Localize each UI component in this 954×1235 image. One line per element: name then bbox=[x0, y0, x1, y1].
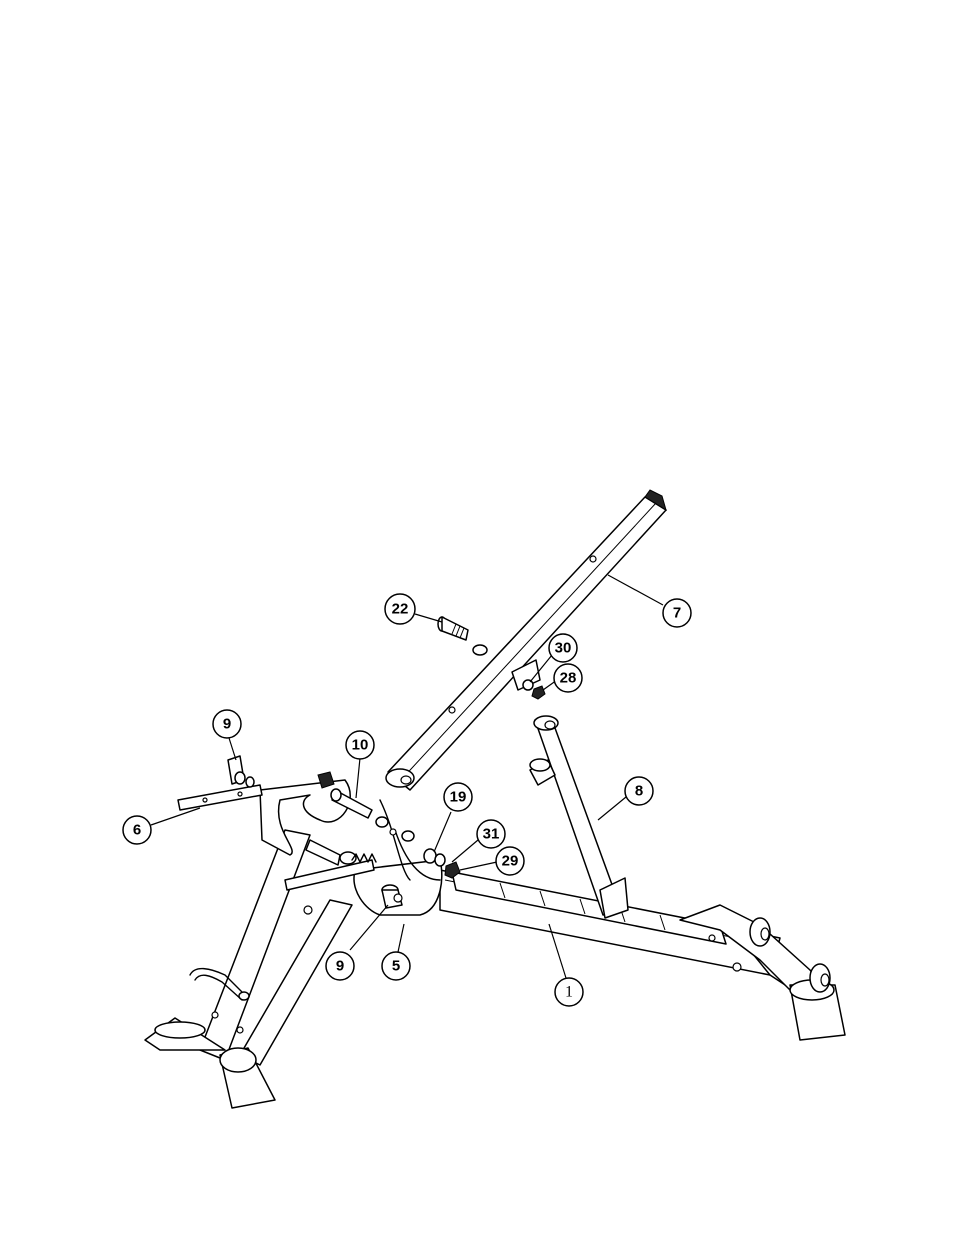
svg-text:8: 8 bbox=[635, 783, 643, 800]
svg-text:31: 31 bbox=[483, 826, 500, 843]
svg-text:19: 19 bbox=[450, 789, 467, 806]
callout-9-bottom: 9 bbox=[326, 952, 354, 980]
svg-text:29: 29 bbox=[502, 853, 519, 870]
svg-text:7: 7 bbox=[673, 605, 681, 622]
svg-text:22: 22 bbox=[392, 601, 409, 618]
callout-28: 28 bbox=[554, 664, 582, 692]
main-frame bbox=[440, 870, 845, 1040]
seat-support bbox=[530, 716, 628, 918]
callout-7: 7 bbox=[663, 599, 691, 627]
callout-10: 10 bbox=[346, 731, 374, 759]
callout-22: 22 bbox=[385, 594, 415, 624]
callout-8: 8 bbox=[625, 777, 653, 805]
svg-text:9: 9 bbox=[223, 716, 231, 733]
callout-6: 6 bbox=[123, 816, 151, 844]
callout-1: 1 bbox=[555, 978, 583, 1006]
svg-text:6: 6 bbox=[133, 822, 141, 839]
svg-text:10: 10 bbox=[352, 737, 369, 754]
callout-19: 19 bbox=[444, 783, 472, 811]
svg-text:1: 1 bbox=[565, 984, 573, 1001]
backrest-tube bbox=[386, 490, 666, 790]
svg-text:30: 30 bbox=[555, 640, 572, 657]
callout-9-top: 9 bbox=[213, 710, 241, 738]
callout-31: 31 bbox=[477, 820, 505, 848]
callout-5: 5 bbox=[382, 952, 410, 980]
svg-text:28: 28 bbox=[560, 670, 577, 687]
callout-29: 29 bbox=[496, 847, 524, 875]
bolt-22 bbox=[438, 617, 487, 655]
svg-text:5: 5 bbox=[392, 958, 400, 975]
svg-text:9: 9 bbox=[336, 958, 344, 975]
callout-30: 30 bbox=[549, 634, 577, 662]
